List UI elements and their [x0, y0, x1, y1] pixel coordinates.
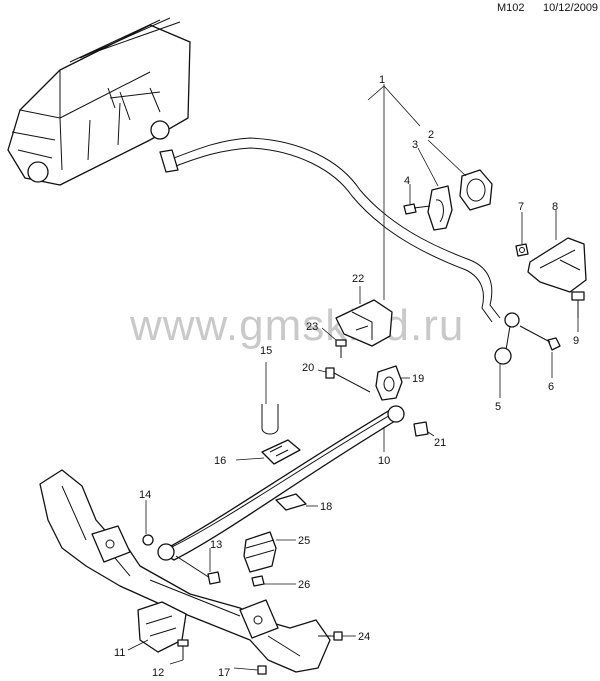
callout-25: 25 — [298, 535, 310, 547]
axle-bracket-bolt — [177, 639, 189, 660]
leaf-spring — [157, 405, 405, 561]
stabilizer-bar — [159, 137, 501, 323]
callout-20: 20 — [302, 362, 314, 374]
callout-24: 24 — [358, 631, 370, 643]
stabilizer-bracket — [527, 237, 587, 293]
callout-11: 11 — [114, 647, 125, 659]
bump-stop-bolt — [251, 575, 265, 587]
rear-axle — [39, 469, 331, 673]
callout-16: 16 — [214, 455, 226, 467]
callout-1: 1 — [379, 74, 385, 86]
bump-stop — [243, 531, 277, 573]
spring-nut — [413, 421, 429, 437]
spring-washer — [142, 534, 154, 546]
callout-13: 13 — [210, 539, 222, 551]
callout-4: 4 — [404, 175, 410, 187]
spring-pad — [261, 439, 301, 465]
leader-lines — [127, 84, 579, 671]
clamp-bolt — [403, 203, 431, 215]
callout-labels: 1 2 3 4 5 6 7 8 9 10 11 12 13 14 15 16 1… — [114, 74, 579, 679]
u-bolt — [261, 404, 279, 435]
callout-23: 23 — [306, 321, 318, 333]
callout-26: 26 — [298, 579, 310, 591]
callout-19: 19 — [412, 373, 424, 385]
callout-9: 9 — [573, 335, 579, 347]
spring-eye-bush — [375, 365, 403, 401]
callout-15: 15 — [260, 345, 272, 357]
watermark: www.gmsklad.ru — [129, 301, 464, 350]
callout-14: 14 — [139, 489, 151, 501]
callout-6: 6 — [548, 381, 554, 393]
link-bolt — [519, 325, 561, 351]
callout-2: 2 — [428, 129, 434, 141]
stabilizer-bush — [459, 169, 493, 211]
callout-22: 22 — [352, 273, 364, 285]
stabilizer-clamp — [427, 185, 453, 231]
axle-small-bolt — [257, 665, 267, 675]
callout-8: 8 — [552, 201, 558, 213]
callout-5: 5 — [495, 401, 501, 413]
callout-12: 12 — [152, 667, 164, 679]
spring-eye-bolt — [325, 367, 371, 393]
callout-18: 18 — [320, 501, 332, 513]
diagram-code: M102 — [497, 2, 525, 14]
spring-plate — [275, 493, 307, 511]
callout-10: 10 — [378, 455, 390, 467]
van-thumbnail — [7, 17, 191, 186]
hub-bolt — [318, 631, 343, 641]
spring-bracket — [335, 299, 393, 347]
callout-21: 21 — [434, 437, 446, 449]
bracket-bolt-small — [335, 339, 347, 358]
bracket-nut — [515, 243, 529, 257]
callout-3: 3 — [412, 139, 418, 151]
callout-17: 17 — [218, 667, 230, 679]
stabilizer-link — [494, 312, 520, 365]
callout-7: 7 — [518, 201, 524, 213]
spring-bolt — [175, 555, 221, 585]
diagram-date: 10/12/2009 — [543, 2, 599, 14]
